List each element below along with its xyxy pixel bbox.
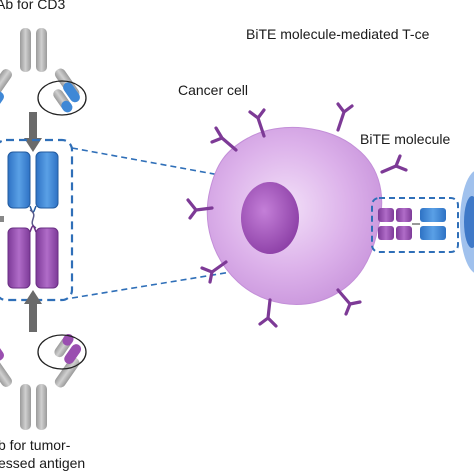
t-cell [460, 171, 474, 273]
anti-cd3-antibody [0, 28, 87, 116]
bite-molecule-bound [378, 208, 446, 240]
linker-marker [0, 216, 4, 222]
arrow-up [24, 290, 42, 332]
anti-tumor-antibody-label-line1: b for tumor- [0, 437, 71, 453]
cancer-cell-nucleus [241, 182, 299, 254]
cancer-cell-label: Cancer cell [178, 82, 249, 98]
cancer-cell [206, 126, 383, 305]
anti-tumor-antibody-label-line2: essed antigen [0, 455, 86, 471]
anti-cd3-antibody-label: Ab for CD3 [0, 0, 66, 12]
zoom-line-bottom [71, 247, 379, 299]
bite-dashed-box-left [0, 138, 74, 302]
diagram-title: BiTE molecule-mediated T-ce [246, 26, 430, 42]
bite-molecule-label: BiTE molecule [360, 131, 451, 147]
arrow-down [24, 112, 42, 152]
bite-dashed-box-right [371, 197, 459, 253]
anti-cd3-scfv [7, 151, 59, 213]
anti-tumor-antibody [0, 333, 87, 430]
tumor-antigen-receptors [186, 102, 408, 328]
anti-tumor-scfv [7, 225, 59, 289]
